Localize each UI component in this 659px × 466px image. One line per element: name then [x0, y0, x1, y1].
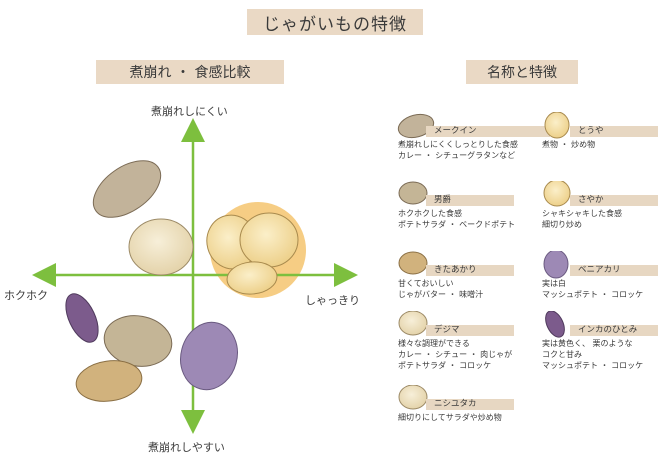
potato-inka-icon — [65, 293, 99, 343]
potato-meikuin-icon — [92, 160, 162, 218]
variety-name: ベニアカリ — [570, 265, 658, 276]
variety-description: 細切りにしてサラダや炒め物 — [398, 413, 502, 422]
variety-name: ニシユタカ — [426, 399, 514, 410]
axis-label-top: 煮崩れしにくい — [151, 105, 228, 118]
axis-label-right: しゃっきり — [305, 294, 360, 307]
potato-touya-icon — [544, 112, 570, 139]
variety-description: 実は白 マッシュポテト ・ コロッケ — [542, 279, 644, 299]
potato-meikuin-icon — [397, 113, 435, 139]
variety-description: 煮物 ・ 炒め物 — [542, 140, 596, 149]
variety-name: とうや — [570, 126, 658, 137]
variety-name: 男爵 — [426, 195, 514, 206]
potato-cream-icon — [128, 218, 194, 276]
page-title: じゃがいもの特徴 — [247, 9, 423, 35]
variety-description: 煮崩れしにくくしっとりした食感 カレー ・ シチューグラタンなど — [398, 140, 518, 160]
variety-name: さやか — [570, 195, 658, 206]
features-subtitle: 名称と特徴 — [466, 60, 578, 84]
variety-name: デジマ — [426, 325, 514, 336]
variety-description: シャキシャキした食感 細切り炒め — [542, 209, 622, 229]
potato-sayaka-icon — [543, 181, 571, 207]
potato-nishiyutaka-icon — [398, 385, 428, 410]
axis-label-bottom: 煮崩れしやすい — [148, 441, 225, 454]
axis-label-left: ホクホク — [4, 289, 48, 302]
potato-dejima-icon — [398, 311, 428, 336]
potato-inka-icon — [545, 311, 565, 338]
potato-kitaakari-icon — [75, 360, 143, 402]
potato-sayaka-3-icon — [226, 261, 278, 295]
axis-arrow-up-icon — [181, 118, 205, 142]
potato-kitaakari-icon — [398, 251, 428, 275]
potato-sayaka-2-icon — [239, 212, 299, 268]
axis-arrow-right-icon — [334, 263, 358, 287]
variety-description: 甘くておいしい じゃがバター ・ 味噌汁 — [398, 279, 484, 299]
axis-arrow-left-icon — [32, 263, 56, 287]
variety-name: きたあかり — [426, 265, 514, 276]
variety-name: インカのひとみ — [570, 325, 658, 336]
axis-arrow-down-icon — [181, 410, 205, 434]
horizontal-axis — [32, 263, 358, 287]
potato-danshaku-icon — [398, 181, 428, 205]
potato-beniakari-icon — [543, 251, 569, 279]
potato-beniakari-icon — [180, 321, 238, 391]
variety-description: 様々な調理ができる カレー ・ シチュー ・ 肉じゃが ポテトサラダ ・ コロッ… — [398, 339, 513, 370]
variety-name: メークイン — [426, 126, 550, 137]
comparison-subtitle: 煮崩れ ・ 食感比較 — [96, 60, 284, 84]
variety-description: ホクホクした食感 ポテトサラダ ・ ベークドポテト — [398, 209, 516, 229]
variety-description: 実は黄色く、 栗のような コクと甘み マッシュポテト ・ コロッケ — [542, 339, 644, 370]
